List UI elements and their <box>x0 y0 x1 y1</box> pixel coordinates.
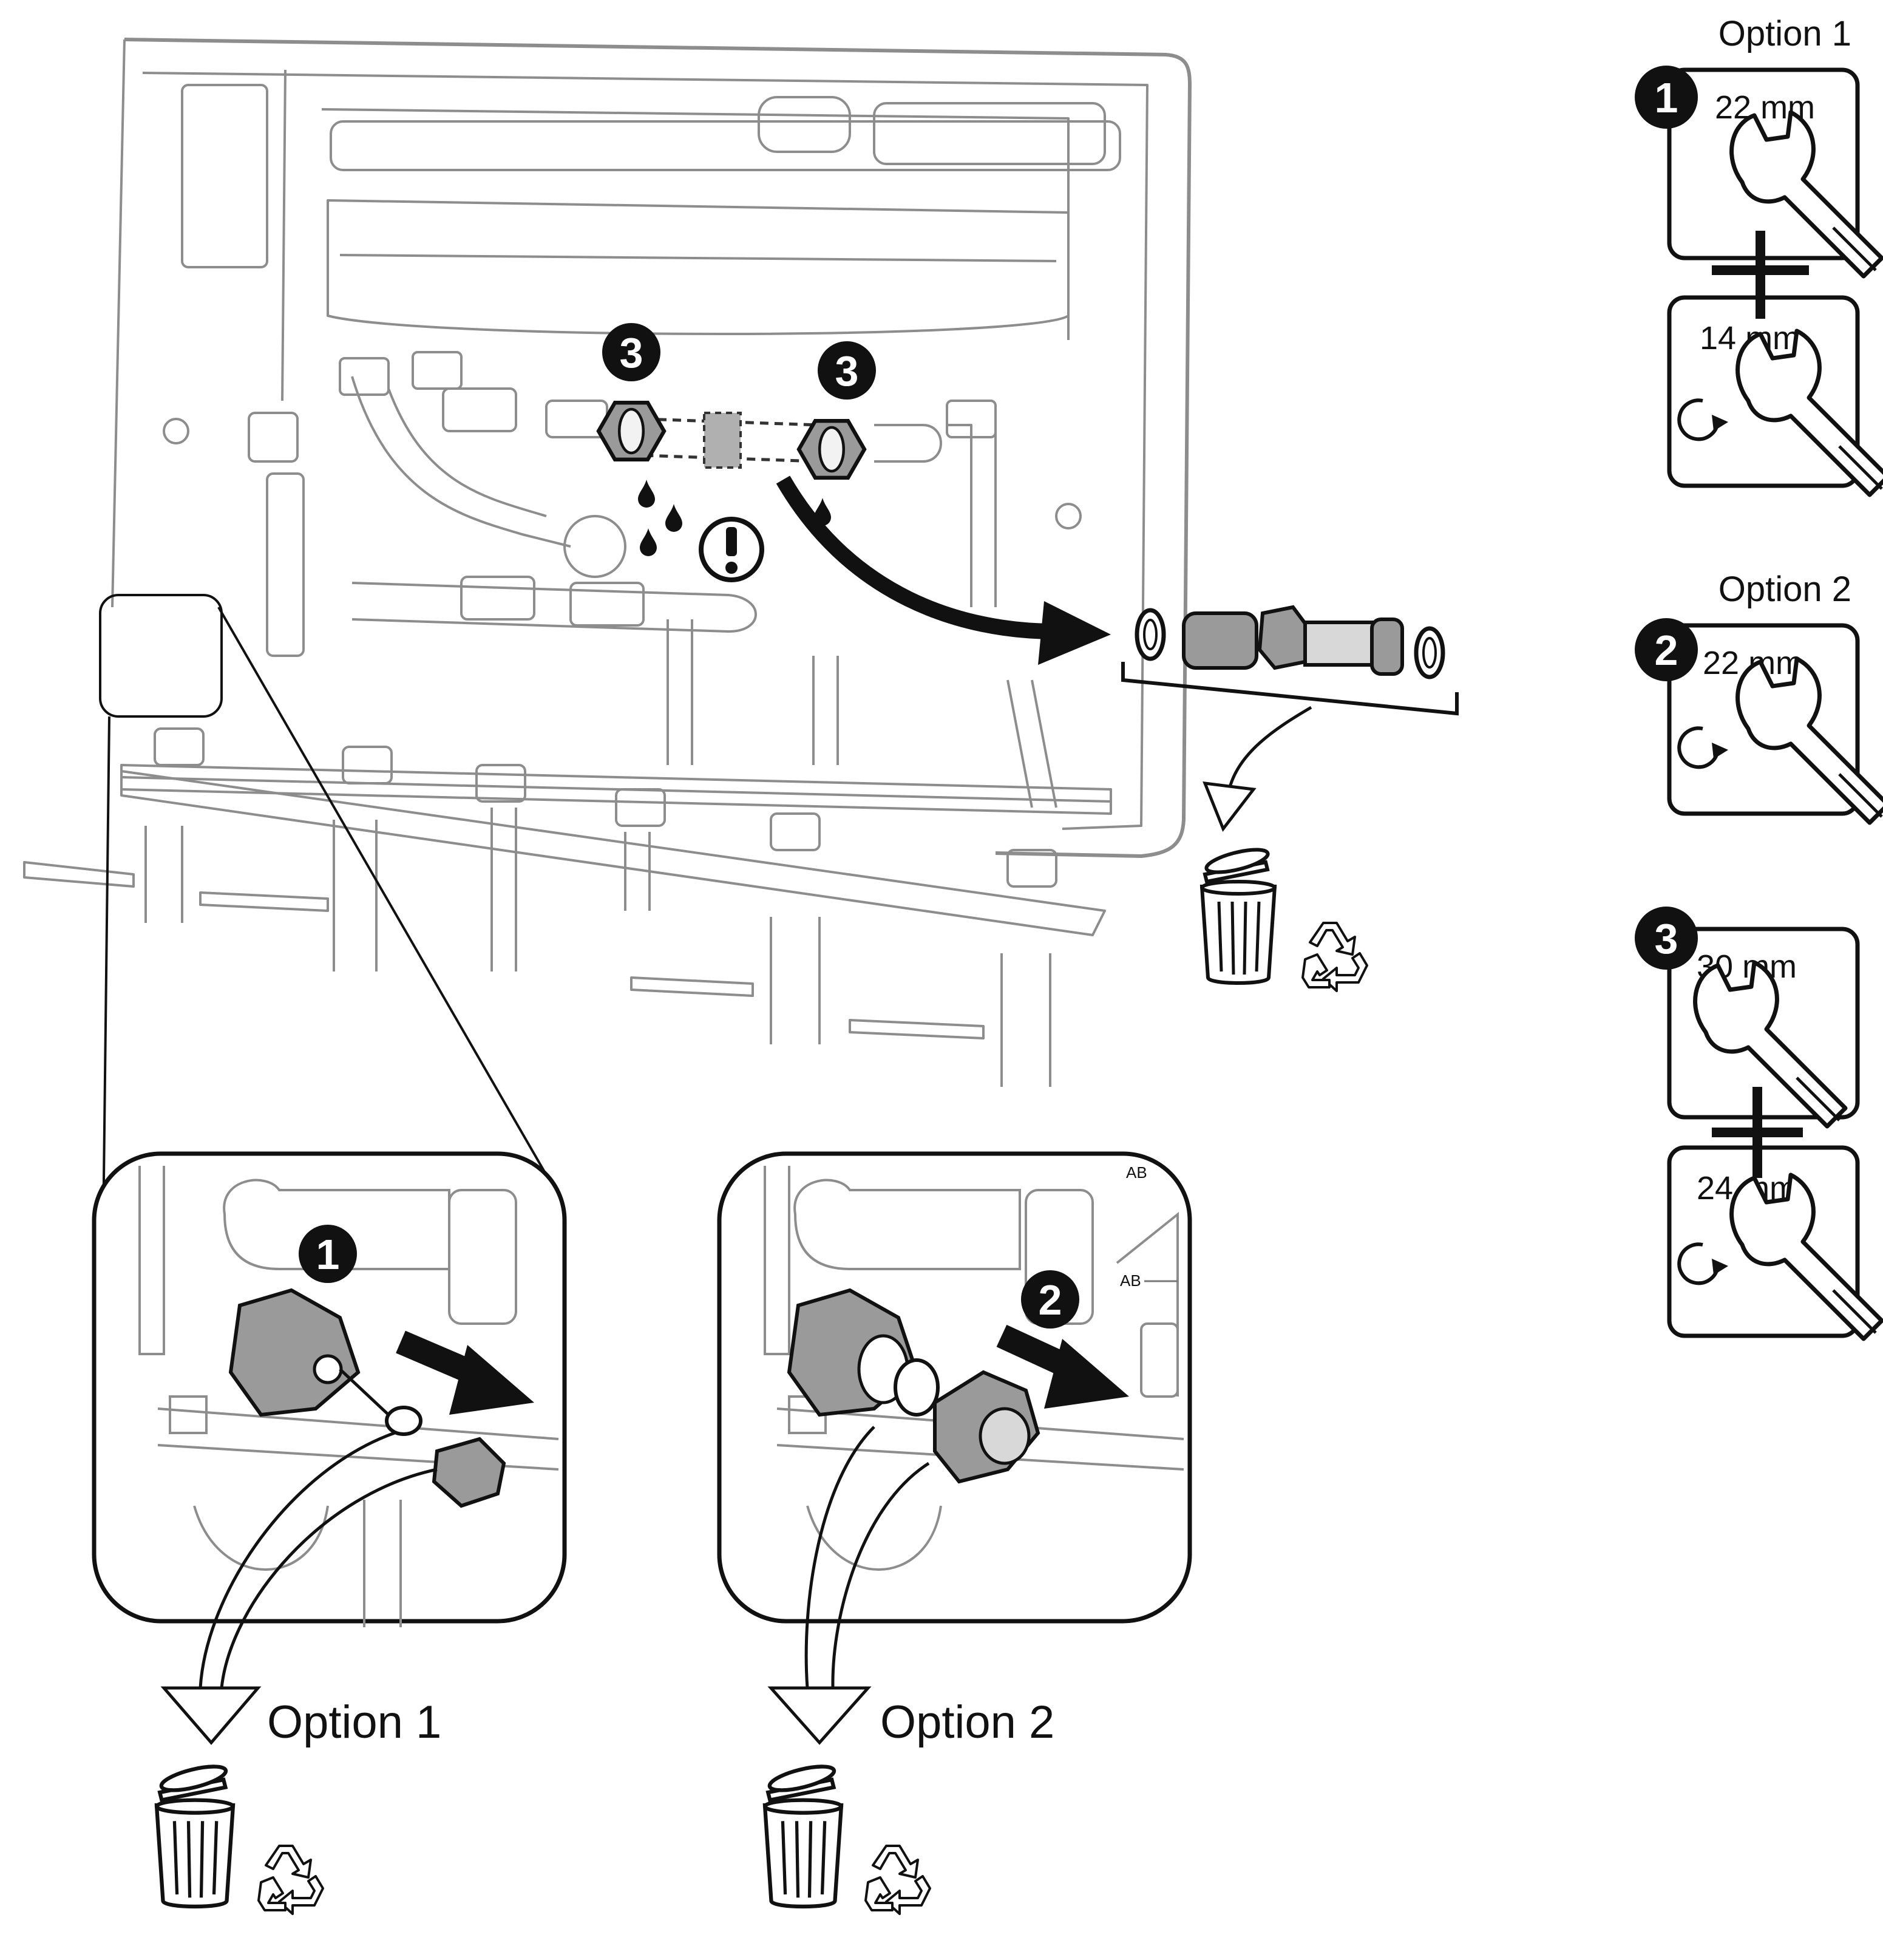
trash-bin-icon <box>765 1761 841 1907</box>
option2-label: Option 2 <box>880 1696 1054 1748</box>
transport-pipe-removal: 3 3 <box>599 323 1459 992</box>
svg-text:3: 3 <box>835 347 859 395</box>
ab-marking: AB <box>1120 1271 1141 1290</box>
hex-nut-left <box>599 403 664 460</box>
svg-text:2: 2 <box>1655 627 1678 674</box>
tool-option1-badge <box>1635 66 1698 129</box>
trash-bin-icon <box>157 1761 233 1907</box>
water-drop-icon <box>638 480 655 508</box>
ab-marking: AB <box>1126 1163 1147 1182</box>
option2-removal-arrow <box>804 1426 930 1689</box>
step-badge-left: 3 <box>602 323 660 381</box>
svg-text:3: 3 <box>620 329 643 376</box>
zoom-panel-option1: 1 <box>92 1151 567 1627</box>
tool-option2-title: Option 2 <box>1718 570 1851 609</box>
svg-text:1: 1 <box>316 1231 340 1278</box>
parts-bracket <box>1121 662 1459 716</box>
tool-panel: Option 1 1 22 mm 14 mm Option 2 2 22 mm … <box>1635 14 1883 1339</box>
svg-text:2: 2 <box>1039 1276 1062 1324</box>
warning-icon <box>699 517 764 582</box>
tool-option1-title: Option 1 <box>1718 14 1851 53</box>
option1-label: Option 1 <box>267 1696 441 1748</box>
zoom1-badge: 1 <box>299 1225 357 1283</box>
tool-option2-badge <box>1635 618 1698 681</box>
removed-pipe-parts <box>1135 605 1445 679</box>
trash-bin-icon <box>1202 845 1275 983</box>
step-badge-right: 3 <box>818 341 876 400</box>
water-drop-icon <box>640 528 657 556</box>
tool-option3-badge <box>1635 907 1698 970</box>
recycle-icon <box>864 1845 931 1915</box>
removal-arrow <box>776 475 1057 639</box>
svg-text:1: 1 <box>1655 74 1678 121</box>
svg-text:3: 3 <box>1655 915 1678 962</box>
water-drop-icon <box>665 504 682 532</box>
option1-removal-arrow <box>198 1431 438 1689</box>
hex-nut-right <box>799 421 864 478</box>
zoom2-badge: 2 <box>1021 1270 1079 1329</box>
zoom-panel-option2: AB AB 2 <box>717 1151 1192 1624</box>
boiler-unit-illustration <box>23 38 1192 1087</box>
recycle-icon <box>257 1845 324 1915</box>
recycle-icon <box>1301 922 1368 992</box>
